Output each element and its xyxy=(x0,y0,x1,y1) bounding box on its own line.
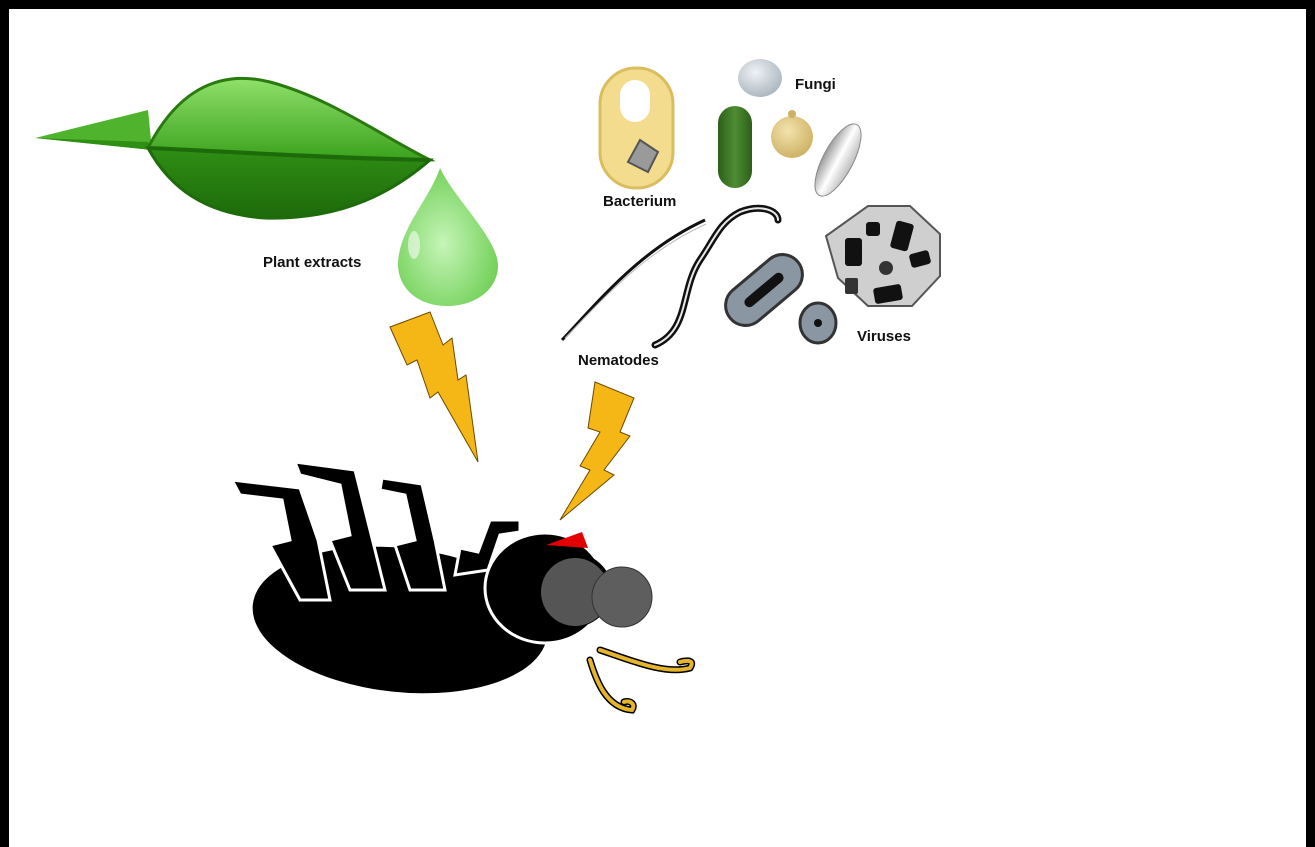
droplet-icon xyxy=(398,168,498,306)
bacterium-icon xyxy=(600,68,673,188)
label-viruses: Viruses xyxy=(857,328,911,345)
label-fungi: Fungi xyxy=(795,76,836,93)
fungi-icon xyxy=(718,59,870,202)
label-nematodes: Nematodes xyxy=(578,352,659,369)
label-plant-extracts: Plant extracts xyxy=(263,254,361,271)
beetle-icon xyxy=(232,462,692,710)
lightning-bolt-icon xyxy=(560,382,634,520)
virus-icon xyxy=(717,206,940,343)
label-bacterium: Bacterium xyxy=(603,193,676,210)
leaf-icon xyxy=(35,78,430,218)
lightning-bolt-icon xyxy=(390,312,478,462)
